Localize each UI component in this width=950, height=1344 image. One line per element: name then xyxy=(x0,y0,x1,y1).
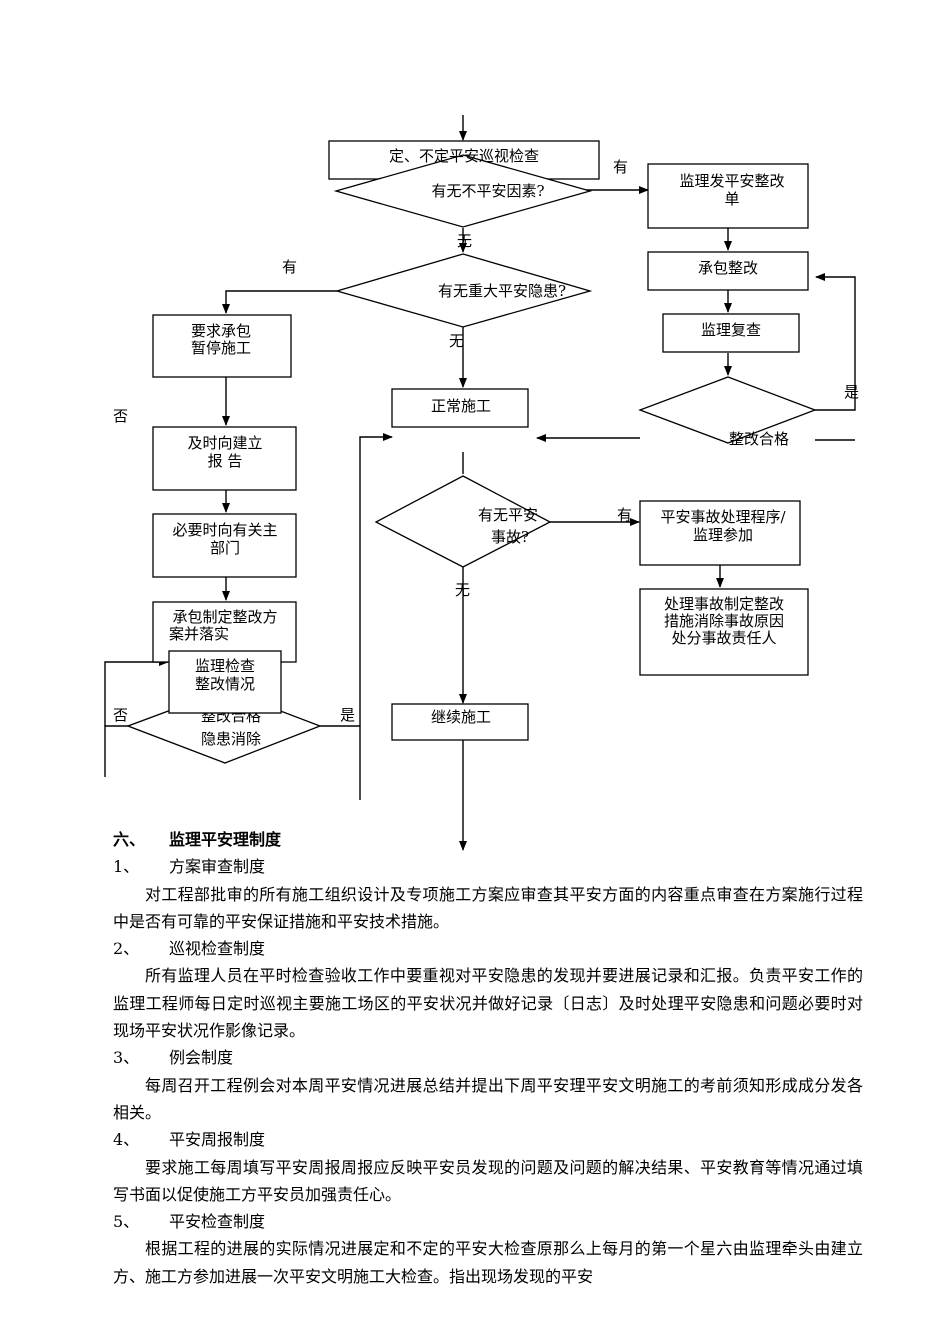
section-heading: 六、 监理平安理制度 xyxy=(113,826,863,853)
branch-yes-label: 是 xyxy=(844,383,859,401)
section-title: 监理平安理制度 xyxy=(169,830,282,849)
report-label-1: 及时向建立 xyxy=(187,434,262,452)
suspend-work-label-2: 暂停施工 xyxy=(191,339,251,357)
report-box xyxy=(152,426,297,491)
hazard-cleared-label: 隐患消除 xyxy=(201,730,261,748)
item-number: 3、 xyxy=(113,1048,140,1068)
item-title: 例会制度 xyxy=(169,1048,234,1068)
unsafe-factor-diamond xyxy=(333,154,593,228)
branch-no-label: 无 xyxy=(449,332,464,350)
rectify-plan-label-1: 承包制定整改方 xyxy=(172,608,277,626)
report-label-2: 报 告 xyxy=(208,452,243,470)
supervisor-recheck-label: 监理复查 xyxy=(701,321,761,339)
inspect-rectify-box xyxy=(168,650,282,714)
item-heading: 4、 平安周报制度 xyxy=(113,1126,863,1153)
item-heading: 5、 平安检查制度 xyxy=(113,1208,863,1235)
item-title: 平安周报制度 xyxy=(169,1130,266,1150)
notify-dept-box xyxy=(152,513,297,578)
branch-yes-label: 有 xyxy=(613,158,628,176)
major-hazard-diamond xyxy=(334,253,593,328)
suspend-work-label-1: 要求承包 xyxy=(191,322,251,340)
normal-work-label: 正常施工 xyxy=(431,397,491,415)
item-heading: 3、 例会制度 xyxy=(113,1044,863,1071)
supervisor-recheck-box xyxy=(662,313,800,353)
accident-procedure-label-2: 监理参加 xyxy=(693,526,753,544)
rectify-plan-label-2: 案并落实 xyxy=(169,625,229,643)
rectification-notice-label-2: 单 xyxy=(724,190,739,208)
item-number: 5、 xyxy=(113,1212,140,1232)
patrol-check-label: 定、不定平安巡视检查 xyxy=(389,147,539,165)
accident-label-1: 有无平安 xyxy=(478,506,538,524)
item-title: 方案审查制度 xyxy=(169,857,266,877)
contractor-rectify-label: 承包整改 xyxy=(698,259,758,277)
accident-label-2: 事故? xyxy=(491,528,529,546)
accident-handling-label-2: 措施消除事故原因 xyxy=(664,612,784,630)
accident-procedure-box xyxy=(639,500,801,566)
rectify-pass-label: 整改合格 xyxy=(729,430,789,448)
item-paragraph: 要求施工每周填写平安周报周报应反映平安员发现的问题及问题的解决结果、平安教育等情… xyxy=(113,1157,863,1204)
item-heading: 1、 方案审查制度 xyxy=(113,853,863,880)
notify-dept-label-1: 必要时向有关主 xyxy=(172,521,277,539)
item-paragraph: 每周召开工程例会对本周平安情况进展总结并提出下周平安理平安文明施工的考前须知形成… xyxy=(113,1075,863,1122)
item-paragraph: 根据工程的进展的实际情况进展定和不定的平安大检查原那么上每月的第一个星六由监理牵… xyxy=(113,1239,863,1286)
item-title: 巡视检查制度 xyxy=(169,939,266,959)
item-number: 1、 xyxy=(113,857,140,877)
flow-connectors xyxy=(104,115,856,851)
section-number: 六、 xyxy=(113,830,146,849)
branch-no-label: 无 xyxy=(457,232,472,250)
safety-supervision-flowchart: 定、不定平安巡视检查 有无不平安因素? 监理发平安整改 单 有无重大平安隐患? … xyxy=(104,115,859,851)
branch-no-label: 无 xyxy=(455,581,470,599)
branch-yes-label: 有 xyxy=(282,258,297,276)
branch-no-label: 否 xyxy=(113,706,128,724)
inspect-rectify-label-2: 整改情况 xyxy=(195,675,255,693)
accident-handling-label-1: 处理事故制定整改 xyxy=(664,595,784,613)
item-number: 4、 xyxy=(113,1130,140,1150)
normal-work-box xyxy=(391,388,529,428)
branch-yes-label: 是 xyxy=(340,706,355,724)
accident-handling-box xyxy=(639,588,809,676)
notify-dept-label-2: 部门 xyxy=(210,539,240,557)
item-paragraph: 所有监理人员在平时检查验收工作中要重视对平安隐患的发现并要进展记录和汇报。负责平… xyxy=(113,966,863,1041)
item-number: 2、 xyxy=(113,939,140,959)
contractor-rectify-box xyxy=(647,251,809,291)
item-heading: 2、 巡视检查制度 xyxy=(113,935,863,962)
hazard-pass-label: 整改合格 xyxy=(201,707,261,725)
branch-yes-label: 有 xyxy=(617,506,632,524)
continue-work-box xyxy=(391,703,529,741)
rectification-notice-label: 监理发平安整改 xyxy=(679,172,784,190)
unsafe-factor-label: 有无不平安因素? xyxy=(431,182,544,200)
regulation-text: 六、 监理平安理制度 1、 方案审查制度 对工程部批审的所有施工组织设计及专项施工方… xyxy=(113,826,863,1290)
accident-procedure-label-1: 平安事故处理程序/ xyxy=(660,508,786,526)
rectification-notice-box xyxy=(647,163,809,229)
item-paragraph: 对工程部批审的所有施工组织设计及专项施工方案应审查其平安方面的内容重点审查在方案… xyxy=(113,884,863,931)
accident-handling-label-3: 处分事故责任人 xyxy=(671,629,776,647)
item-title: 平安检查制度 xyxy=(169,1212,266,1232)
inspect-rectify-label-1: 监理检查 xyxy=(195,657,255,675)
accident-diamond xyxy=(374,475,552,568)
rectify-pass-diamond xyxy=(638,376,817,444)
major-hazard-label: 有无重大平安隐患? xyxy=(438,282,566,300)
continue-work-label: 继续施工 xyxy=(431,708,491,726)
suspend-work-box xyxy=(152,314,292,378)
branch-no-label: 否 xyxy=(113,407,128,425)
